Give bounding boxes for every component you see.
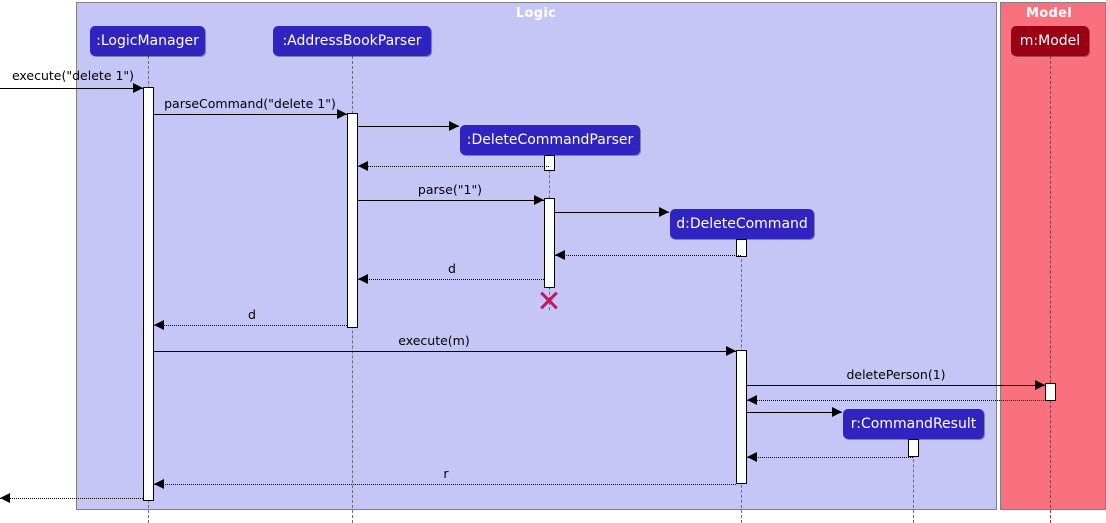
message-line-m14: [747, 457, 913, 458]
message-line-m6: [555, 212, 669, 213]
message-arrowhead-m9: [154, 320, 164, 330]
message-label-m10: execute(m): [398, 333, 470, 348]
message-arrowhead-m8: [358, 274, 368, 284]
activation-bar-deletecommand: [736, 239, 747, 257]
message-line-m2: [154, 114, 347, 115]
message-line-m1: [0, 88, 143, 89]
message-label-m15: r: [443, 466, 449, 481]
message-line-m15: [154, 484, 736, 485]
message-label-m11: deletePerson(1): [846, 367, 946, 382]
message-line-m10: [154, 351, 736, 352]
message-arrowhead-m5: [534, 195, 544, 205]
message-line-m3: [358, 126, 459, 127]
message-arrowhead-m16: [0, 493, 10, 503]
destroy-marker-deletecommandparser: [538, 288, 560, 310]
message-line-m7: [555, 255, 741, 256]
message-arrowhead-m11: [1035, 380, 1045, 390]
message-label-m9: d: [248, 307, 256, 322]
panel-title-logic: Logic: [515, 6, 557, 21]
participant-addressbookparser[interactable]: :AddressBookParser: [273, 26, 431, 56]
message-line-m13: [747, 412, 842, 413]
message-line-m16: [0, 498, 143, 499]
lifeline-model: [1050, 56, 1051, 523]
message-arrowhead-m4: [358, 161, 368, 171]
message-arrowhead-m6: [659, 207, 669, 217]
participant-deletecommand[interactable]: d:DeleteCommand: [670, 209, 814, 239]
activation-bar-deletecommandparser: [544, 155, 555, 171]
message-arrowhead-m7: [555, 250, 565, 260]
message-arrowhead-m15: [154, 479, 164, 489]
activation-bar-deletecommand: [736, 350, 747, 484]
message-line-m8: [358, 279, 544, 280]
message-label-m5: parse("1"): [417, 182, 483, 197]
message-arrowhead-m1: [133, 83, 143, 93]
participant-deletecommandparser[interactable]: :DeleteCommandParser: [460, 125, 640, 155]
activation-bar-logicmanager: [143, 87, 154, 501]
message-arrowhead-m2: [337, 109, 347, 119]
message-label-m8: d: [448, 261, 456, 276]
message-arrowhead-m10: [726, 346, 736, 356]
lifeline-commandresult: [913, 439, 914, 523]
activation-bar-deletecommandparser: [544, 198, 555, 288]
message-label-m2: parseCommand("delete 1"): [164, 96, 336, 111]
message-line-m9: [154, 325, 347, 326]
panel-title-model: Model: [1026, 6, 1072, 21]
participant-commandresult[interactable]: r:CommandResult: [843, 409, 984, 439]
participant-logicmanager[interactable]: :LogicManager: [90, 26, 205, 56]
activation-bar-addressbookparser: [347, 113, 358, 328]
message-arrowhead-m13: [832, 407, 842, 417]
message-line-m11: [747, 385, 1045, 386]
activation-bar-commandresult: [908, 439, 919, 457]
message-label-m1: execute("delete 1"): [11, 68, 135, 83]
message-line-m4: [358, 166, 549, 167]
activation-bar-model: [1045, 383, 1056, 401]
message-line-m5: [358, 200, 544, 201]
message-line-m12: [747, 400, 1050, 401]
participant-model[interactable]: m:Model: [1011, 26, 1089, 56]
message-arrowhead-m3: [449, 121, 459, 131]
panel-model: [1000, 2, 1106, 510]
message-arrowhead-m12: [747, 395, 757, 405]
message-arrowhead-m14: [747, 452, 757, 462]
